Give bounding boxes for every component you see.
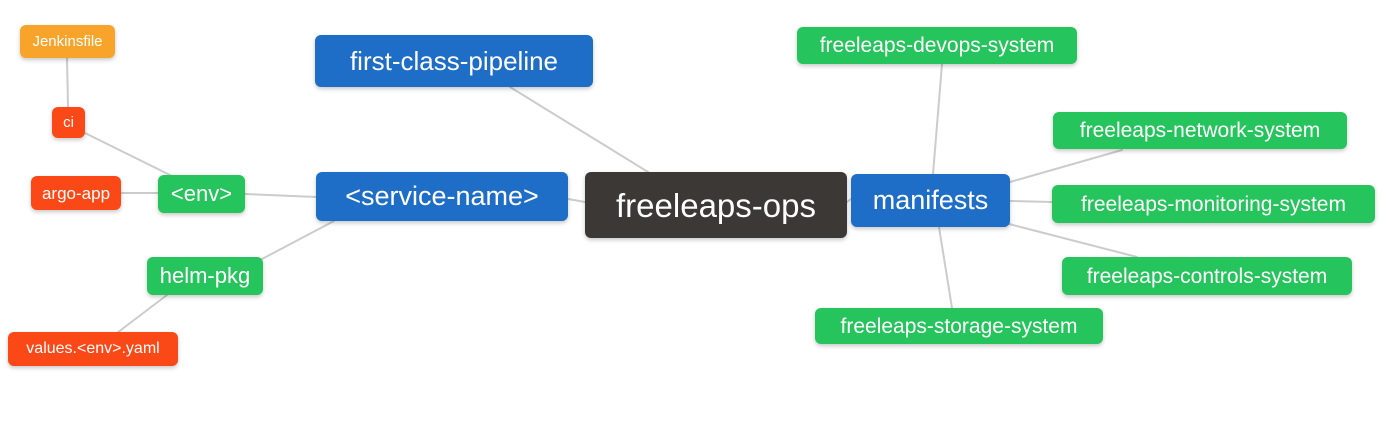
- node-network-system[interactable]: freeleaps-network-system: [1053, 112, 1347, 149]
- node-storage-system[interactable]: freeleaps-storage-system: [815, 308, 1103, 344]
- edge-manifests-devops-system: [932, 63, 943, 175]
- node-monitoring-system[interactable]: freeleaps-monitoring-system: [1052, 185, 1375, 223]
- node-values-env-yaml[interactable]: values.<env>.yaml: [8, 332, 178, 366]
- node-helm-pkg[interactable]: helm-pkg: [147, 257, 263, 295]
- node-devops-system[interactable]: freeleaps-devops-system: [797, 27, 1077, 64]
- node-first-class-pipeline[interactable]: first-class-pipeline: [315, 35, 593, 87]
- edge-service-name-freeleaps-ops: [567, 198, 586, 203]
- edge-manifests-storage-system: [938, 226, 953, 309]
- edge-manifests-controls-system: [1008, 223, 1138, 258]
- edge-first-class-pipeline-freeleaps-ops: [509, 86, 649, 173]
- edge-service-name-helm-pkg: [261, 220, 335, 260]
- edge-env-service-name: [244, 193, 317, 198]
- node-env[interactable]: <env>: [158, 175, 245, 213]
- edge-helm-pkg-values-env-yaml: [116, 294, 168, 334]
- node-service-name[interactable]: <service-name>: [316, 172, 568, 221]
- node-freeleaps-ops[interactable]: freeleaps-ops: [585, 172, 847, 238]
- node-ci[interactable]: ci: [52, 107, 85, 138]
- edge-ci-env: [84, 132, 173, 177]
- edge-jenkinsfile-ci: [66, 57, 69, 108]
- edge-manifests-monitoring-system: [1009, 200, 1053, 203]
- node-jenkinsfile[interactable]: Jenkinsfile: [20, 25, 115, 58]
- edge-manifests-network-system: [1009, 149, 1123, 183]
- node-manifests[interactable]: manifests: [851, 174, 1010, 227]
- node-argo-app[interactable]: argo-app: [31, 176, 121, 210]
- node-controls-system[interactable]: freeleaps-controls-system: [1062, 257, 1352, 295]
